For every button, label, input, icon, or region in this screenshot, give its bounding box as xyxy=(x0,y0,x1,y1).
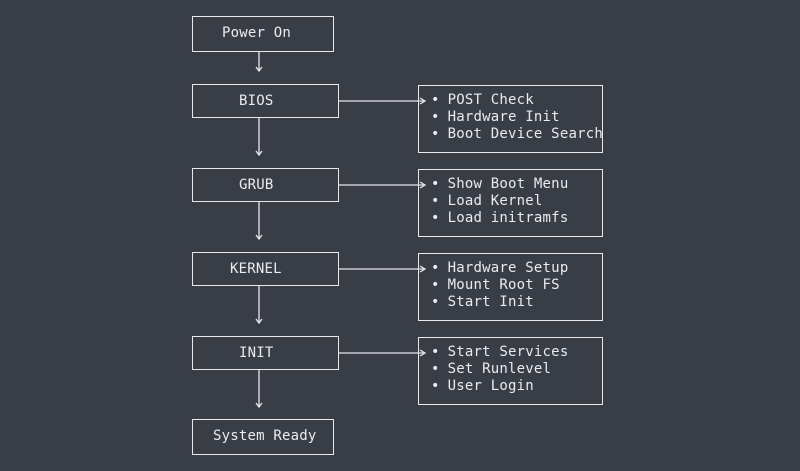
detail-list: POST Check Hardware Init Boot Device Sea… xyxy=(431,92,603,143)
arrowhead xyxy=(419,265,427,273)
stage-label: INIT xyxy=(239,345,274,361)
stage-box-init: INIT xyxy=(192,336,339,370)
detail-list: Hardware Setup Mount Root FS Start Init xyxy=(431,260,602,310)
detail-box-kernel: Hardware Setup Mount Root FS Start Init xyxy=(418,253,603,321)
arrowhead xyxy=(255,318,263,325)
detail-list: Show Boot Menu Load Kernel Load initramf… xyxy=(431,176,602,226)
arrowhead xyxy=(419,181,427,189)
arrowhead xyxy=(255,66,263,73)
detail-item: Hardware Setup xyxy=(431,260,602,277)
stage-label: Power On xyxy=(222,25,292,41)
stage-box-bios: BIOS xyxy=(192,84,339,118)
detail-item: Hardware Init xyxy=(431,109,602,126)
detail-item: Mount Root FS xyxy=(431,277,602,294)
detail-box-bios: POST Check Hardware Init Boot Device Sea… xyxy=(418,85,603,153)
stage-label: System Ready xyxy=(213,428,317,444)
stage-box-grub: GRUB xyxy=(192,168,339,202)
stage-label: KERNEL xyxy=(230,261,282,277)
stage-label: GRUB xyxy=(239,177,274,193)
stage-box-power-on: Power On xyxy=(192,16,334,52)
detail-list: Start Services Set Runlevel User Login xyxy=(431,344,602,394)
stage-box-system-ready: System Ready xyxy=(192,419,334,455)
detail-item: Load initramfs xyxy=(431,210,602,227)
detail-box-init: Start Services Set Runlevel User Login xyxy=(418,337,603,405)
detail-item: User Login xyxy=(431,378,602,395)
stage-box-kernel: KERNEL xyxy=(192,252,339,286)
detail-item: Start Services xyxy=(431,344,602,361)
detail-item: Boot Device Search xyxy=(431,126,603,143)
detail-item: Start Init xyxy=(431,294,602,311)
arrowhead xyxy=(419,349,427,357)
arrowhead xyxy=(255,234,263,241)
arrowhead xyxy=(419,97,427,105)
detail-item: Load Kernel xyxy=(431,193,602,210)
stage-label: BIOS xyxy=(239,93,274,109)
detail-item: Set Runlevel xyxy=(431,361,602,378)
arrowhead xyxy=(255,150,263,157)
arrowhead xyxy=(255,402,263,409)
detail-item: POST Check xyxy=(431,92,602,109)
detail-box-grub: Show Boot Menu Load Kernel Load initramf… xyxy=(418,169,603,237)
detail-item: Show Boot Menu xyxy=(431,176,602,193)
